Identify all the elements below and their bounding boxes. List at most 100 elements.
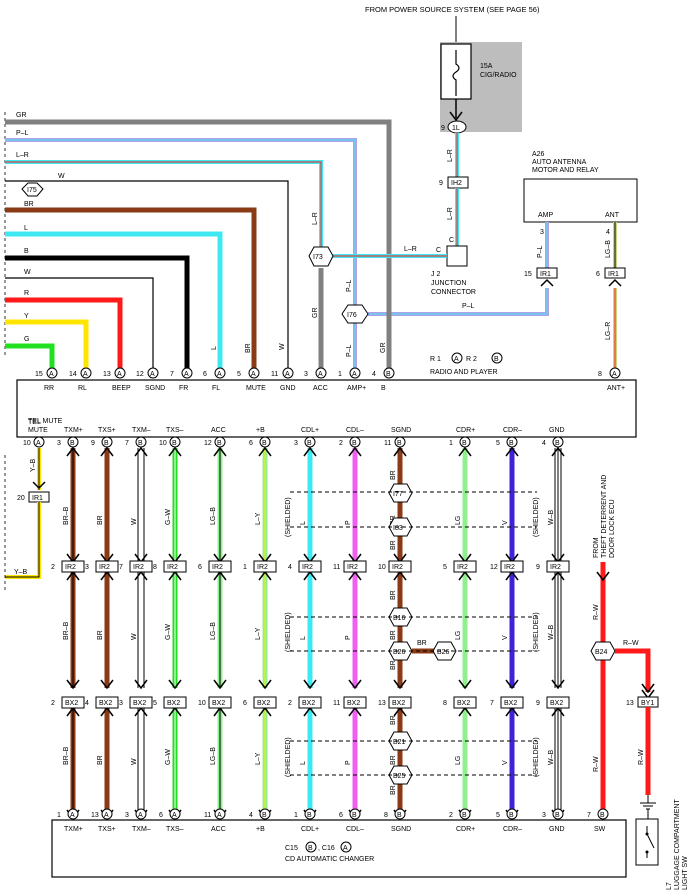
wire-pl-amp-label: P–L [462, 303, 475, 310]
wire-code-label: W–B [548, 510, 555, 526]
wire-g-top [5, 343, 55, 372]
bx2-connector [163, 696, 187, 709]
fuse-name: CIG/RADIO [480, 72, 517, 79]
bx2-connector [453, 696, 477, 709]
a26-box [523, 178, 638, 223]
b26b-label: B26 [437, 649, 450, 656]
bx2-connector [388, 696, 412, 709]
wire-code-label: BR [97, 515, 104, 525]
wire-w2-top [5, 277, 154, 372]
changer-pin-label: ACC [211, 826, 226, 833]
by1-pin: 13 [626, 700, 634, 707]
left-wire-r: R [24, 290, 29, 297]
wire-yb-label-1: Y–B [30, 458, 37, 472]
changer-pin-label: TXS– [166, 826, 184, 833]
radio-top-pin-number: 6 [203, 371, 207, 378]
bx2-pin: 5 [153, 700, 157, 707]
wire-code-label: LG–B [210, 622, 217, 640]
radio-bottom-pin-number: 3 [57, 440, 61, 447]
arrow-down-icon [551, 679, 565, 690]
bx2-label: BX2 [457, 700, 470, 707]
bx2-label: BX2 [550, 700, 563, 707]
radio-bottom-pin-number: 9 [91, 440, 95, 447]
changer-pin-circle [214, 808, 226, 820]
radio-bottom-pin-conn: B [509, 440, 514, 447]
ir2-connector [298, 560, 322, 573]
a26-line2: AUTO ANTENNA [532, 159, 587, 166]
left-wire-b: B [24, 248, 29, 255]
shielded-label-right: (SHIELDED) [533, 737, 540, 777]
wc-rw-1: R–W [593, 604, 600, 620]
changer-pin-number: 3 [125, 812, 129, 819]
changer-pin-conn: A [217, 812, 222, 819]
changer-pin-conn: A [172, 812, 177, 819]
theft-line2: THEFT DETERRENT AND [601, 475, 608, 558]
changer-pin-circle [101, 808, 113, 820]
wire-code-label: LG [455, 756, 462, 765]
radio-bottom-pin-label: TXS– [166, 427, 184, 434]
wire-code-label: BR [97, 630, 104, 640]
j2-line2: JUNCTION [431, 280, 466, 287]
wire-code-label: BR [97, 755, 104, 765]
radio-top-pin-conn: A [285, 371, 290, 378]
bx2-pin: 9 [536, 700, 540, 707]
arrow-down-icon [348, 679, 362, 690]
radio-bottom-pin-label: TXS+ [98, 427, 116, 434]
wire-code-label: G–W [165, 749, 172, 765]
wire-code-label: LG–B [210, 507, 217, 525]
ir2-pin: 10 [378, 564, 386, 571]
radio-top-pin-label: FR [179, 385, 188, 392]
arrow-up-icon [213, 446, 227, 457]
changer-pin-number: 3 [542, 812, 546, 819]
radio-bottom-pin-number: 6 [249, 440, 253, 447]
j2-junction-box [446, 245, 468, 267]
i77-splice [388, 483, 413, 503]
wire-code-label: BR–B [63, 746, 70, 765]
radio-top-pin-number: 12 [136, 371, 144, 378]
radio-conn-b-circle [491, 352, 503, 364]
l7-line3: LIGHT SW [682, 856, 689, 890]
bx2-connector [129, 696, 153, 709]
wire-code-label: BR [390, 755, 397, 765]
radio-top-pin-circle [248, 367, 260, 379]
wire-amp-label: P–L [537, 245, 544, 258]
changer-pin-conn: B [555, 812, 560, 819]
bx2-connector [253, 696, 277, 709]
changer-pin-conn: B [462, 812, 467, 819]
wire-code-label: W–B [548, 750, 555, 766]
shielded-label-left: (SHIELDED) [285, 497, 292, 537]
radio-bottom-pin-number: 3 [294, 440, 298, 447]
bx2-label: BX2 [257, 700, 270, 707]
wire-ant-label: LG–B [605, 240, 612, 258]
radio-player-box [16, 379, 637, 438]
shielded-label-right: (SHIELDED) [533, 612, 540, 652]
wc-rw-2: R–W [623, 640, 639, 647]
arrow-up-icon [393, 446, 407, 457]
a26-ant: ANT [605, 212, 620, 219]
changer-pin-circle [304, 808, 316, 820]
wc-b: GR [380, 343, 387, 354]
i75-label: I75 [27, 187, 37, 194]
ir2-connector [253, 560, 277, 573]
fuse-pin: 9 [441, 125, 445, 132]
wire-lr-top-stripe [5, 161, 322, 256]
ir1-mid-label: IR1 [32, 495, 43, 502]
radio-bottom-pin-conn: B [70, 440, 75, 447]
changer-pin-number: 11 [204, 812, 211, 819]
wire-code-label: V [502, 520, 509, 525]
radio-bottom-pin-conn: B [555, 440, 560, 447]
wire-code-label: L–Y [255, 627, 262, 640]
shielded-label-right: (SHIELDED) [533, 497, 540, 537]
changer-pin-conn: B [262, 812, 267, 819]
radio-bottom-pin-label: CDL– [346, 427, 364, 434]
wire-lr-vert-label: L–R [312, 212, 319, 225]
bx2-label: BX2 [167, 700, 180, 707]
by1-label: BY1 [641, 700, 654, 707]
wire-code-label: BR [390, 630, 397, 640]
j2-title: J 2 [431, 271, 440, 278]
radio-bottom-pin-number: 4 [542, 440, 546, 447]
wire-l-top [5, 231, 223, 372]
changer-pin-circle [349, 808, 361, 820]
arrow-down-icon [303, 679, 317, 690]
